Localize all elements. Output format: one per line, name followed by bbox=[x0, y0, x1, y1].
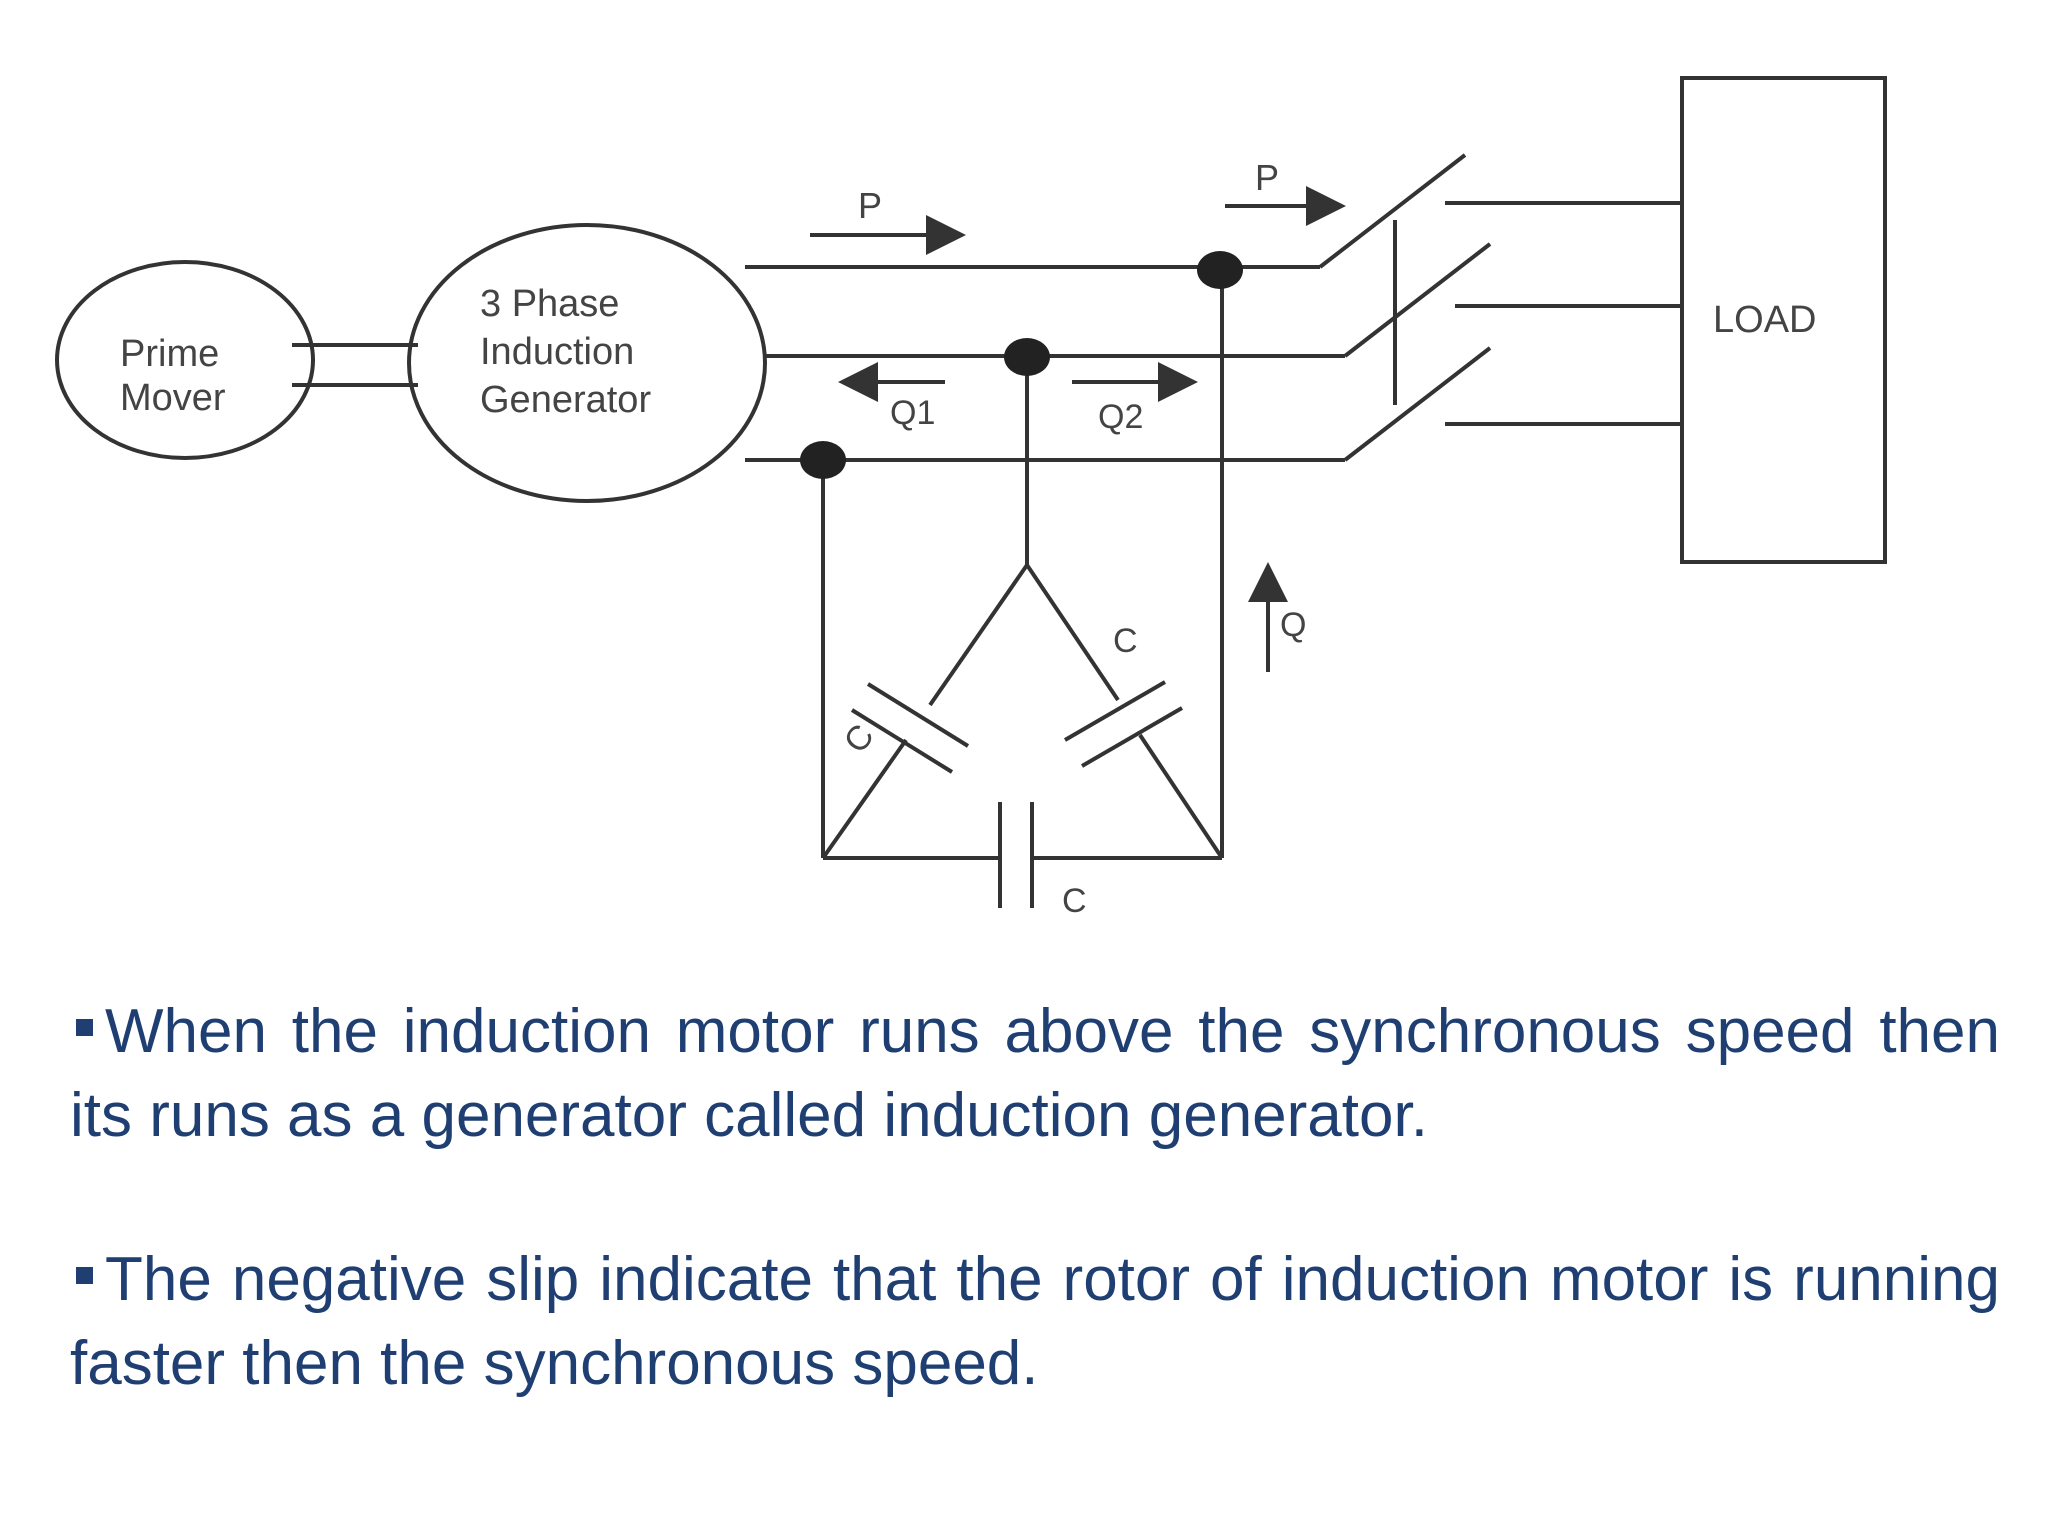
p-label-right: P bbox=[1255, 157, 1279, 198]
capacitor-right-plate-2 bbox=[1080, 706, 1184, 768]
prime-mover-label-line2: Mover bbox=[120, 377, 226, 419]
delta-left-upper bbox=[928, 563, 1029, 707]
q-label: Q bbox=[1280, 606, 1306, 644]
capacitor-bottom-label: C bbox=[1062, 882, 1087, 920]
square-bullet-icon bbox=[76, 1267, 93, 1285]
generator-label-line1: 3 Phase bbox=[480, 283, 619, 325]
junction-dot-phase-3 bbox=[800, 441, 846, 479]
capacitor-left-plate-1 bbox=[866, 682, 970, 748]
switch-blade-1 bbox=[1318, 153, 1467, 269]
load-label: LOAD bbox=[1713, 299, 1816, 341]
switch-blade-3 bbox=[1343, 346, 1492, 462]
bullet-list: When the induction motor runs above the … bbox=[70, 990, 2000, 1486]
delta-left-lower bbox=[821, 738, 908, 860]
q2-label: Q2 bbox=[1098, 398, 1143, 436]
bullet-item-2: The negative slip indicate that the roto… bbox=[70, 1238, 2000, 1406]
capacitor-right-label: C bbox=[1113, 622, 1138, 660]
generator-shape bbox=[407, 223, 767, 503]
bullet-text-2: The negative slip indicate that the roto… bbox=[70, 1245, 2000, 1398]
capacitor-left-plate-2 bbox=[850, 708, 954, 774]
bullet-item-1: When the induction motor runs above the … bbox=[70, 990, 2000, 1158]
load-box bbox=[1680, 76, 1887, 564]
junction-dot-phase-2 bbox=[1004, 338, 1050, 376]
generator-label-line3: Generator bbox=[480, 379, 651, 421]
prime-mover-shape bbox=[55, 260, 315, 460]
p-label-left: P bbox=[858, 185, 882, 226]
q1-label: Q1 bbox=[890, 394, 935, 432]
switch-blade-2 bbox=[1343, 242, 1492, 358]
square-bullet-icon bbox=[76, 1019, 93, 1037]
delta-right-upper bbox=[1025, 563, 1120, 702]
prime-mover-label-line1: Prime bbox=[120, 333, 219, 375]
delta-right-lower bbox=[1138, 733, 1224, 860]
induction-generator-circuit-diagram: Prime Mover 3 Phase Induction Generator … bbox=[55, 76, 1887, 920]
generator-label-line2: Induction bbox=[480, 331, 634, 373]
bullet-text-1: When the induction motor runs above the … bbox=[70, 997, 2000, 1150]
junction-dot-phase-1 bbox=[1197, 251, 1243, 289]
capacitor-right-plate-1 bbox=[1063, 680, 1167, 742]
